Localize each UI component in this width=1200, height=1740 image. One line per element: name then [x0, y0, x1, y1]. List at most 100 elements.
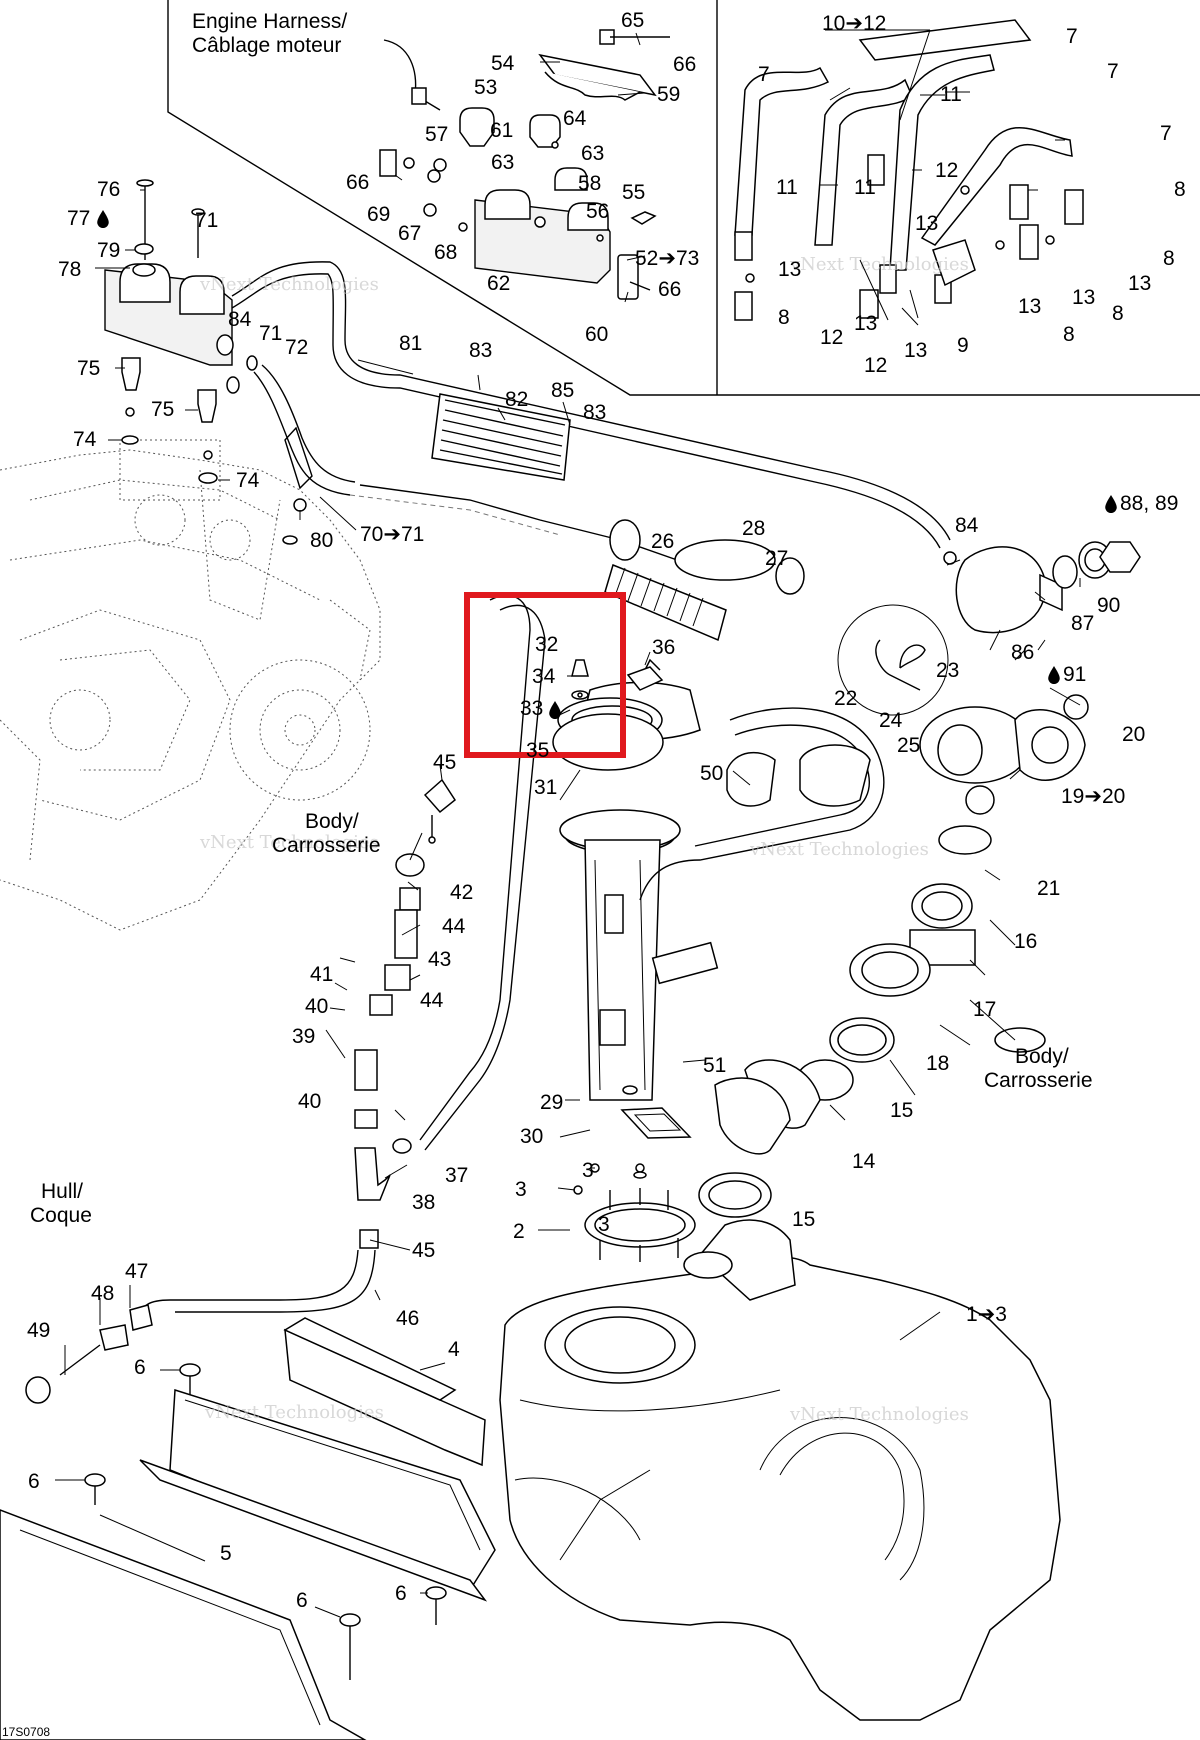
callout-86: 86 — [1011, 641, 1034, 664]
callout-3: 3 — [598, 1213, 610, 1236]
text-labels: Engine Harness/ Câblage moteur Body/ Car… — [2, 10, 1093, 1739]
callout-10-12: 10➔12 — [822, 12, 886, 35]
callout-7: 7 — [1160, 122, 1172, 145]
watermark-text: vNext Technologies — [199, 274, 379, 295]
vent-line — [419, 594, 546, 1151]
callout-36: 36 — [652, 636, 675, 659]
callout-68: 68 — [434, 241, 457, 264]
callout-74: 74 — [73, 428, 97, 451]
callout-4: 4 — [448, 1338, 460, 1361]
callout-40: 40 — [298, 1090, 321, 1113]
callout-72: 72 — [285, 336, 308, 359]
callout-84: 84 — [955, 514, 979, 537]
highlight-box — [464, 592, 626, 758]
engine-harness-label-fr: Câblage moteur — [192, 34, 341, 57]
callout-42: 42 — [450, 881, 473, 904]
vent-valve — [837, 541, 1141, 716]
callout-6: 6 — [395, 1582, 407, 1605]
callout-71: 71 — [259, 322, 282, 345]
callout-12: 12 — [820, 326, 843, 349]
fuel-tank — [499, 1219, 1061, 1721]
callout-18: 18 — [926, 1052, 949, 1075]
callout-26: 26 — [651, 530, 674, 553]
callout-6: 6 — [28, 1470, 40, 1493]
callout-15: 15 — [890, 1099, 913, 1122]
callout-76: 76 — [97, 178, 120, 201]
filler-neck — [604, 519, 1089, 1218]
callout-8: 8 — [1112, 302, 1124, 325]
callout-13: 13 — [854, 312, 877, 335]
fuel-rail-center — [379, 29, 670, 300]
callout-54: 54 — [491, 52, 515, 75]
watermarks: vNext Technologies vNext Technologies vN… — [199, 254, 969, 1425]
callout-51: 51 — [703, 1054, 726, 1077]
callout-66: 66 — [673, 53, 696, 76]
callout-63: 63 — [491, 151, 514, 174]
callout-77: 77 — [67, 207, 90, 230]
callout-3: 3 — [515, 1178, 527, 1201]
inset-frames — [167, 0, 1200, 396]
callout-62: 62 — [487, 272, 510, 295]
foam-block — [283, 1317, 486, 1467]
callout-44: 44 — [442, 915, 466, 938]
callout-79: 79 — [97, 239, 120, 262]
callout-13: 13 — [904, 339, 927, 362]
callout-7: 7 — [1066, 25, 1078, 48]
callout-37: 37 — [445, 1164, 468, 1187]
callout-70-71: 70➔71 — [360, 523, 424, 546]
callout-57: 57 — [425, 123, 448, 146]
watermark-text: vNext Technologies — [204, 1402, 384, 1423]
engine-harness-label-en: Engine Harness/ — [192, 10, 347, 33]
fuel-rail-left — [104, 179, 307, 545]
callout-32: 32 — [535, 633, 558, 656]
callout-9: 9 — [957, 334, 969, 357]
callout-21: 21 — [1037, 877, 1060, 900]
callout-87: 87 — [1071, 612, 1094, 635]
callout-24: 24 — [879, 709, 903, 732]
callout-80: 80 — [310, 529, 333, 552]
watermark-text: vNext Technologies — [749, 839, 929, 860]
callout-56: 56 — [586, 200, 609, 223]
callout-33: 33 — [520, 697, 543, 720]
watermark-text: vNext Technologies — [789, 254, 969, 275]
callout-7: 7 — [758, 63, 770, 86]
body-label-en: Body/ — [305, 810, 359, 833]
callout-13: 13 — [1072, 286, 1095, 309]
callout-83: 83 — [583, 401, 606, 424]
drop-icon — [97, 210, 109, 228]
hoses-top — [231, 261, 951, 576]
callout-13: 13 — [915, 212, 938, 235]
callout-66: 66 — [658, 278, 681, 301]
callout-50: 50 — [700, 762, 723, 785]
callout-45: 45 — [433, 751, 456, 774]
callout-35: 35 — [526, 739, 549, 762]
callout-59: 59 — [657, 83, 680, 106]
callout-83: 83 — [469, 339, 492, 362]
body-label-fr: Carrosserie — [272, 834, 381, 857]
callout-53: 53 — [474, 76, 497, 99]
callout-31: 31 — [534, 776, 557, 799]
callout-8: 8 — [1063, 323, 1075, 346]
callout-11: 11 — [776, 176, 798, 199]
callout-44: 44 — [420, 989, 444, 1012]
callout-29: 29 — [540, 1091, 563, 1114]
callout-22: 22 — [834, 687, 857, 710]
callout-58: 58 — [578, 172, 601, 195]
callout-8: 8 — [778, 306, 790, 329]
callout-11: 11 — [940, 83, 962, 106]
callout-66: 66 — [346, 171, 369, 194]
hull-label-fr: Coque — [30, 1204, 92, 1227]
callout-6: 6 — [296, 1589, 308, 1612]
callout-82: 82 — [505, 388, 528, 411]
callout-71: 71 — [195, 209, 218, 232]
callout-25: 25 — [897, 734, 920, 757]
hull-label-en: Hull/ — [41, 1180, 83, 1203]
callout-47: 47 — [125, 1260, 148, 1283]
callout-85: 85 — [551, 379, 574, 402]
callout-13: 13 — [1018, 295, 1041, 318]
callout-19-20: 19➔20 — [1061, 785, 1125, 808]
callout-5: 5 — [220, 1542, 232, 1565]
watermark-text: vNext Technologies — [199, 832, 379, 853]
callout-45: 45 — [412, 1239, 435, 1262]
fluid-drop-icons — [97, 210, 1117, 719]
